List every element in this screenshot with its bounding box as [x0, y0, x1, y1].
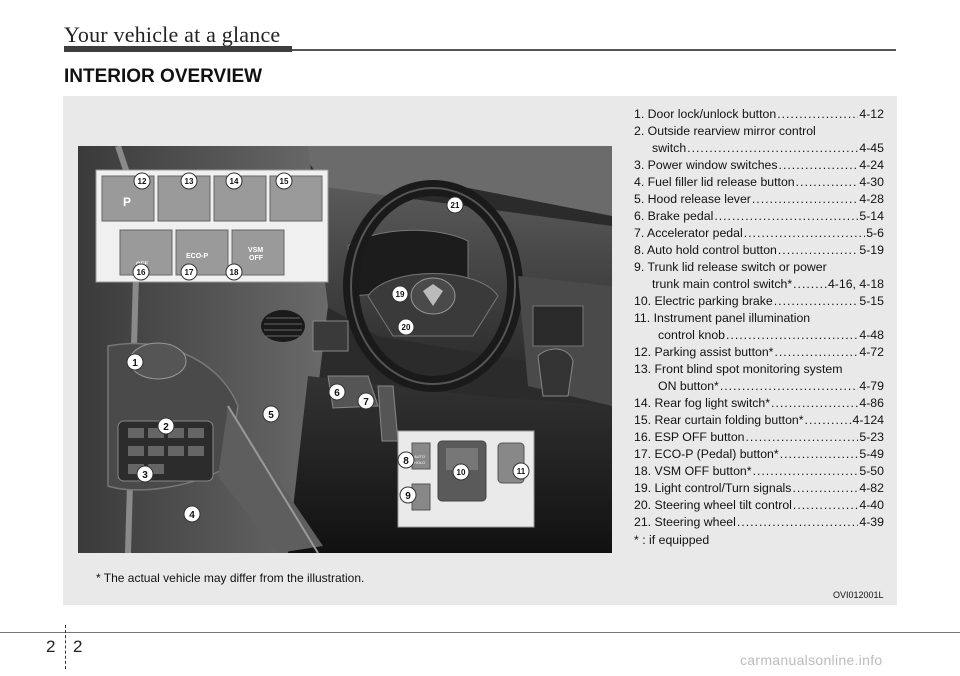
- legend-item-16: 16. ESP OFF button 5-23: [634, 429, 884, 446]
- footer-rule: [0, 632, 960, 633]
- svg-text:6: 6: [334, 388, 340, 399]
- image-code: OVI012001L: [833, 590, 884, 600]
- btn-auto-text: AUTO: [414, 454, 425, 459]
- callout-9: 9: [399, 486, 417, 504]
- legend-item-15: 15. Rear curtain folding button* 4-124: [634, 412, 884, 429]
- legend-item-5: 5. Hood release lever4-28: [634, 191, 884, 208]
- svg-text:12: 12: [138, 177, 147, 186]
- legend-item-19: 19. Light control/Turn signals 4-82: [634, 480, 884, 497]
- callout-2: 2: [157, 417, 175, 435]
- legend-item-17: 17. ECO-P (Pedal) button*5-49: [634, 446, 884, 463]
- legend-item-6: 6. Brake pedal5-14: [634, 208, 884, 225]
- svg-text:14: 14: [230, 177, 239, 186]
- page-number-page: 2: [73, 637, 83, 656]
- callout-21: 21: [446, 196, 464, 214]
- equipped-note: * : if equipped: [634, 533, 710, 547]
- svg-text:11: 11: [517, 467, 526, 476]
- legend-item-14: 14. Rear fog light switch* 4-86: [634, 395, 884, 412]
- callout-8: 8: [397, 451, 415, 469]
- legend-item-20: 20. Steering wheel tilt control 4-40: [634, 497, 884, 514]
- legend-item-11: 11. Instrument panel illumination contro…: [634, 310, 884, 344]
- btn-eco-text: ECO-P: [186, 253, 209, 260]
- callout-15: 15: [275, 172, 293, 190]
- btn-park-text: P: [123, 195, 131, 209]
- callout-13: 13: [180, 172, 198, 190]
- legend-item-7: 7. Accelerator pedal 5-6: [634, 225, 884, 242]
- watermark: carmanualsonline.info: [740, 652, 883, 668]
- svg-text:9: 9: [405, 491, 411, 502]
- legend-item-4: 4. Fuel filler lid release button4-30: [634, 174, 884, 191]
- callout-12: 12: [133, 172, 151, 190]
- callout-17: 17: [180, 263, 198, 281]
- button-inset-bottom: AUTO HOLD: [397, 430, 535, 528]
- legend-item-2: 2. Outside rearview mirror control switc…: [634, 123, 884, 157]
- illustration-drawing: P OFF ECO-P VSM OFF AUTO HOLD 1 2 3 4 5 …: [78, 146, 612, 553]
- legend-item-18: 18. VSM OFF button*5-50: [634, 463, 884, 480]
- interior-illustration: P OFF ECO-P VSM OFF AUTO HOLD 1 2 3 4 5 …: [78, 146, 612, 553]
- callout-16: 16: [132, 263, 150, 281]
- callout-7: 7: [357, 392, 375, 410]
- svg-text:17: 17: [185, 268, 194, 277]
- illustration-footnote: * The actual vehicle may differ from the…: [96, 571, 365, 585]
- btn-hold-text: HOLD: [414, 460, 425, 465]
- callout-19: 19: [391, 285, 409, 303]
- section-title: INTERIOR OVERVIEW: [64, 66, 263, 87]
- svg-text:15: 15: [280, 177, 289, 186]
- callout-14: 14: [225, 172, 243, 190]
- svg-text:2: 2: [163, 422, 169, 433]
- svg-text:19: 19: [396, 290, 405, 299]
- callout-11: 11: [512, 462, 530, 480]
- svg-text:8: 8: [403, 456, 409, 467]
- legend-item-9: 9. Trunk lid release switch or power tru…: [634, 259, 884, 293]
- svg-text:16: 16: [137, 268, 146, 277]
- legend-item-13: 13. Front blind spot monitoring system O…: [634, 361, 884, 395]
- callout-1: 1: [126, 353, 144, 371]
- legend-item-21: 21. Steering wheel 4-39: [634, 514, 884, 531]
- component-legend: 1. Door lock/unlock button 4-12 2. Outsi…: [634, 106, 884, 549]
- callout-20: 20: [397, 318, 415, 336]
- button-inset-top: P OFF ECO-P VSM OFF: [95, 169, 329, 283]
- callout-6: 6: [328, 383, 346, 401]
- legend-item-3: 3. Power window switches 4-24: [634, 157, 884, 174]
- callout-3: 3: [136, 465, 154, 483]
- callout-10: 10: [452, 463, 470, 481]
- svg-text:21: 21: [451, 201, 460, 210]
- btn-vsm-text: VSM: [248, 247, 263, 254]
- legend-item-1: 1. Door lock/unlock button 4-12: [634, 106, 884, 123]
- svg-text:5: 5: [268, 410, 274, 421]
- header-title: Your vehicle at a glance: [64, 22, 281, 47]
- svg-text:4: 4: [189, 510, 195, 521]
- gear-shifter: [537, 348, 574, 397]
- btn-vsm-off-text: OFF: [249, 255, 264, 262]
- svg-text:20: 20: [402, 323, 411, 332]
- svg-text:13: 13: [185, 177, 194, 186]
- header-rule-thin: [292, 49, 896, 51]
- svg-text:7: 7: [363, 397, 369, 408]
- svg-text:10: 10: [457, 468, 466, 477]
- callout-18: 18: [225, 263, 243, 281]
- header-rule-thick: [64, 46, 292, 52]
- page-number-section: 2: [46, 637, 56, 656]
- callouts: 1 2 3 4 5 6 7 8 9 10 11 12 13 14 15 16 1…: [126, 172, 530, 523]
- side-vent: [261, 310, 305, 342]
- svg-text:1: 1: [132, 358, 138, 369]
- footer-dashed-divider: [65, 625, 66, 669]
- svg-text:3: 3: [142, 470, 148, 481]
- legend-item-12: 12. Parking assist button* 4-72: [634, 344, 884, 361]
- svg-text:18: 18: [230, 268, 239, 277]
- callout-4: 4: [183, 505, 201, 523]
- callout-5: 5: [262, 405, 280, 423]
- legend-item-10: 10. Electric parking brake 5-15: [634, 293, 884, 310]
- legend-item-8: 8. Auto hold control button5-19: [634, 242, 884, 259]
